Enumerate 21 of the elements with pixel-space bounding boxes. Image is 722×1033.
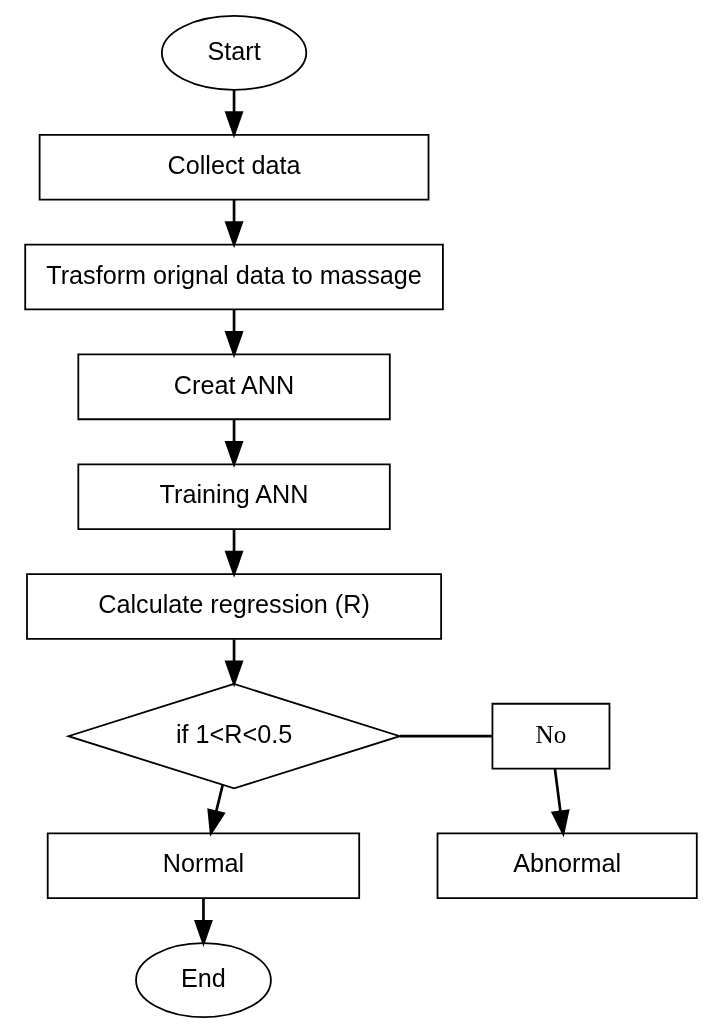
arrow <box>224 309 244 359</box>
node-box: Abnormal <box>436 832 698 900</box>
node-box: Collect data <box>38 133 430 201</box>
node-box: Normal <box>46 832 361 900</box>
connector <box>399 734 492 738</box>
arrow <box>224 529 244 578</box>
node-ellipse: End <box>135 942 272 1018</box>
node-ellipse: Start <box>160 15 308 91</box>
arrow <box>224 199 244 249</box>
node-diamond: if 1<R<0.5 <box>65 683 403 790</box>
arrow <box>224 419 244 468</box>
arrow <box>224 90 244 139</box>
node-box: Creat ANN <box>77 353 391 421</box>
arrow <box>550 768 570 838</box>
arrow <box>207 784 226 837</box>
arrow <box>194 898 213 948</box>
node-box: Calculate regression (R) <box>26 573 442 640</box>
node-box: No <box>491 702 611 770</box>
node-box: Trasform orignal data to massage <box>24 243 444 311</box>
arrow <box>224 639 244 688</box>
node-box: Training ANN <box>77 463 391 530</box>
